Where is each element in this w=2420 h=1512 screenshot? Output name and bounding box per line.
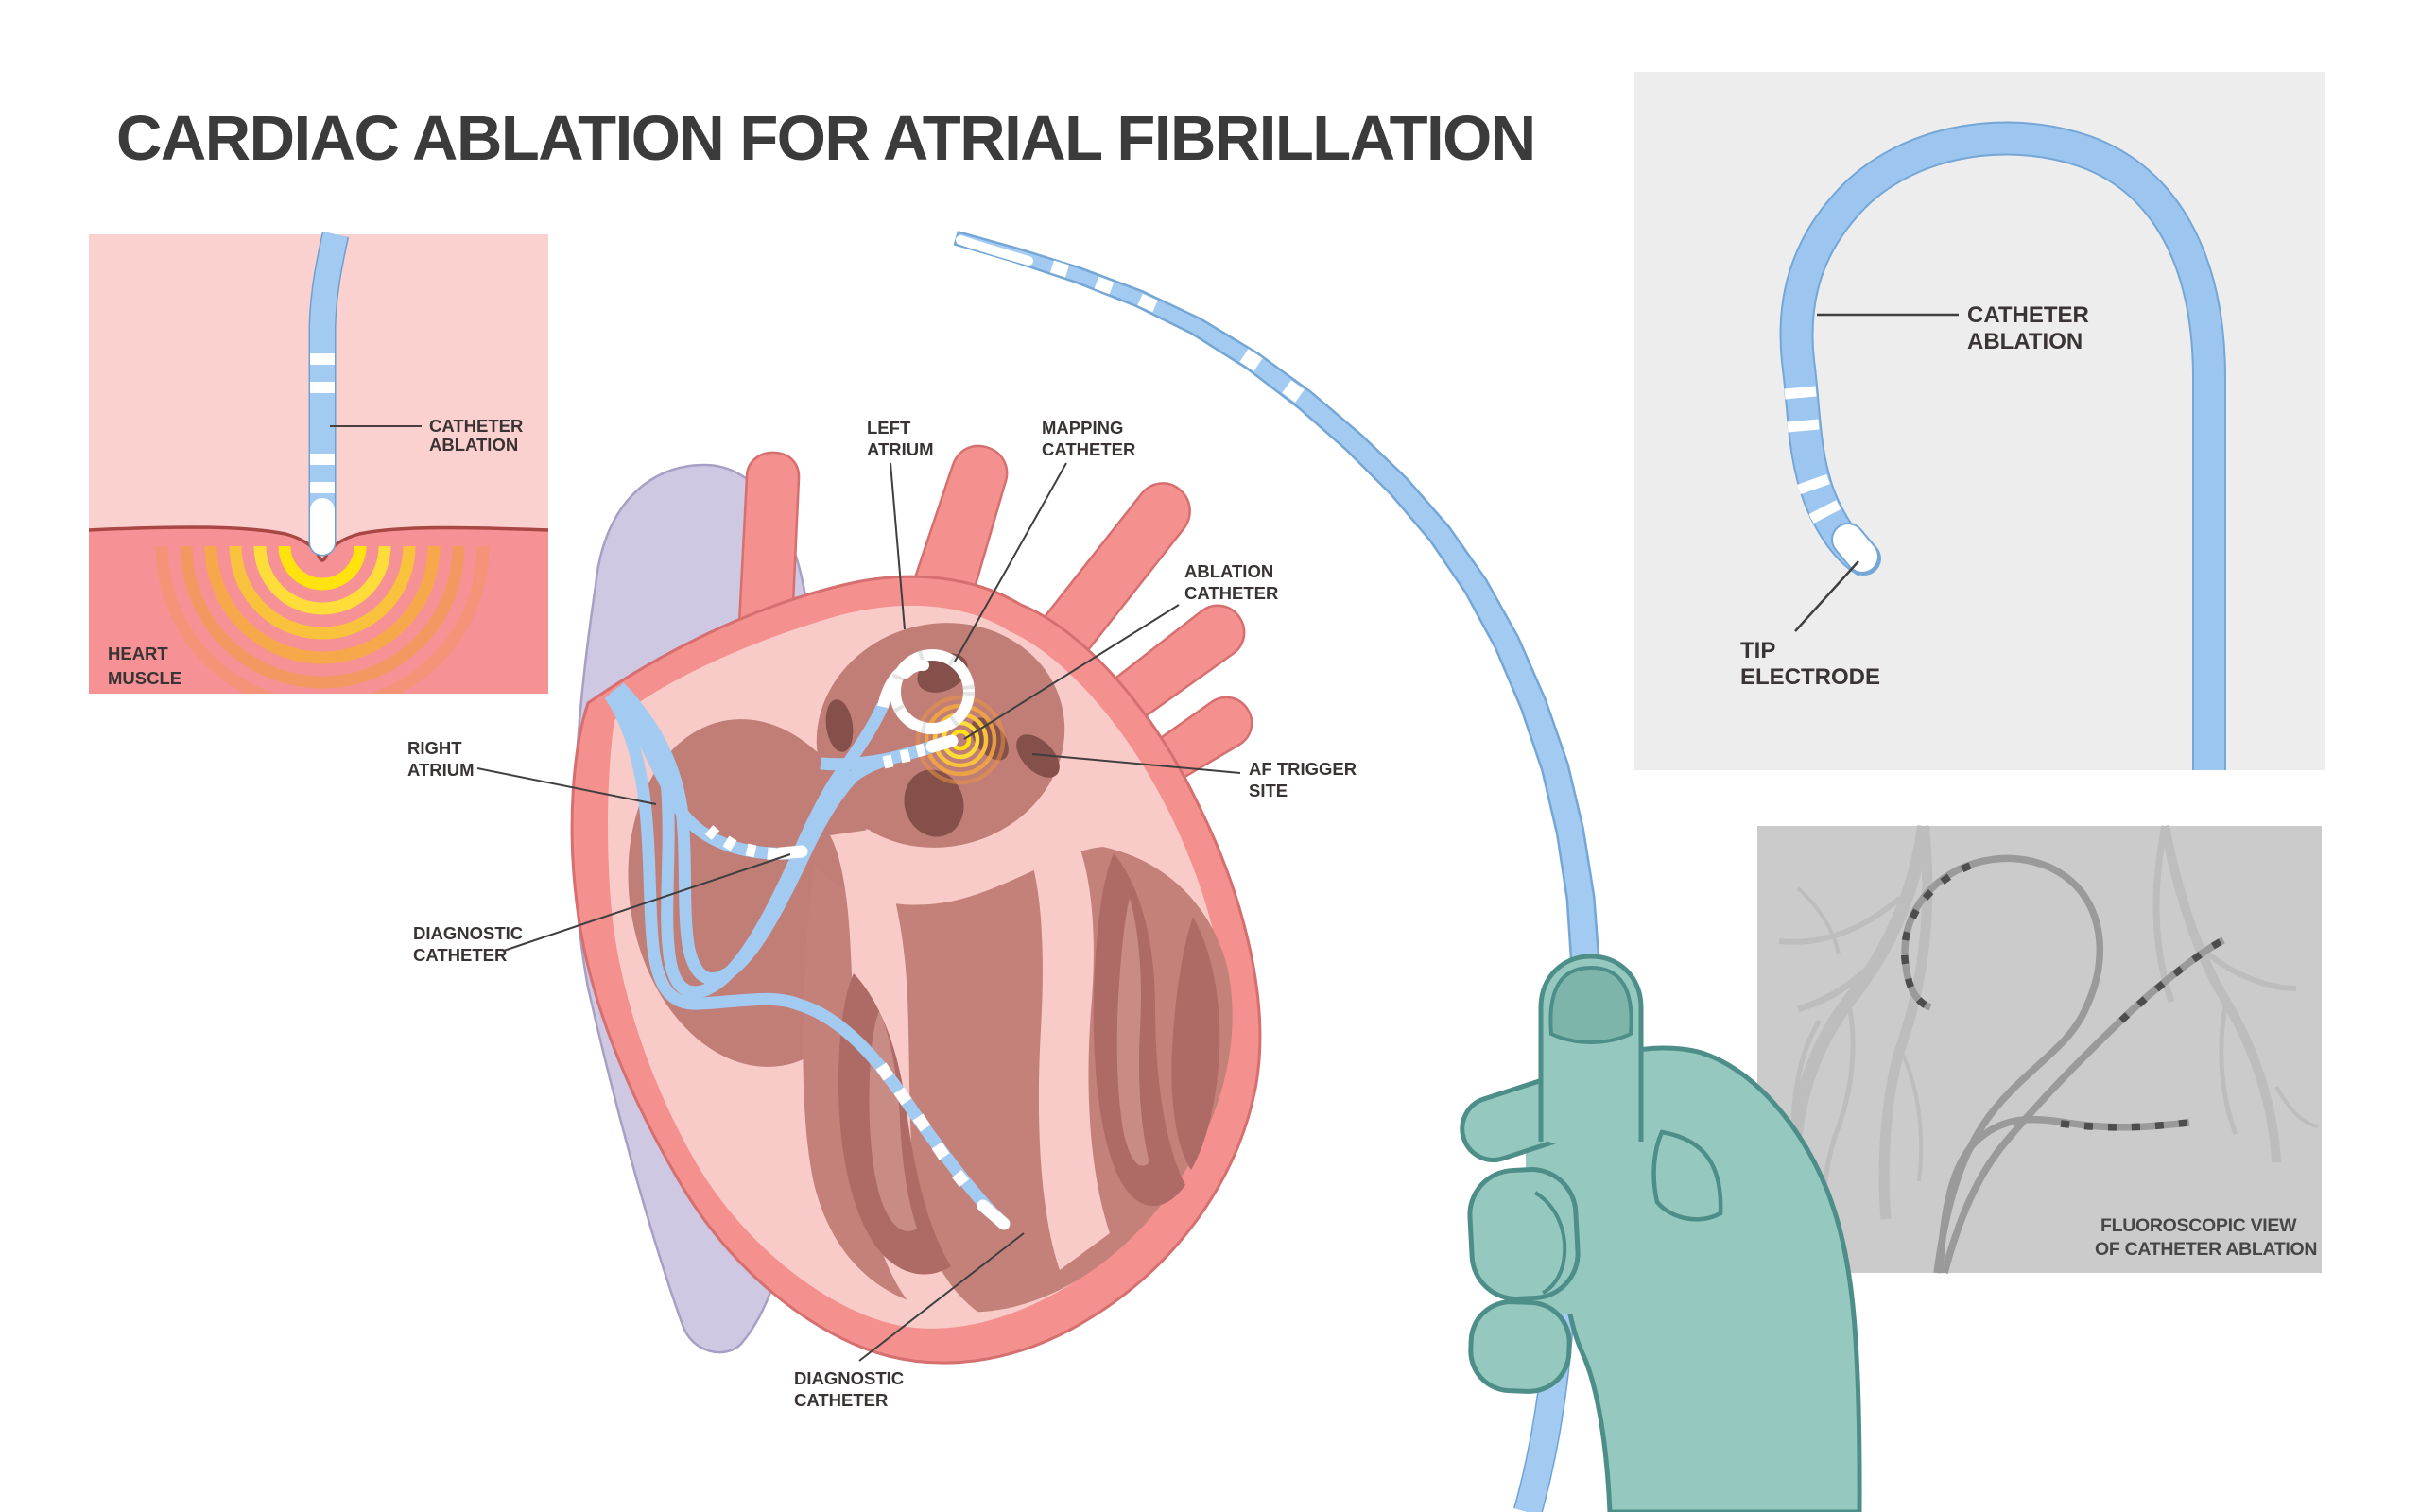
- svg-text:ATRIUM: ATRIUM: [867, 439, 934, 459]
- svg-text:DIAGNOSTIC: DIAGNOSTIC: [413, 923, 523, 943]
- svg-text:TIP: TIP: [1740, 638, 1775, 663]
- svg-text:CATHETER: CATHETER: [1042, 439, 1135, 459]
- svg-text:CATHETER: CATHETER: [429, 416, 523, 436]
- svg-text:AF TRIGGER: AF TRIGGER: [1249, 759, 1357, 779]
- svg-text:ABLATION: ABLATION: [1967, 329, 2083, 354]
- svg-text:ABLATION: ABLATION: [1184, 561, 1273, 581]
- svg-text:CATHETER: CATHETER: [794, 1390, 888, 1410]
- svg-text:CARDIAC ABLATION FOR ATRIAL FI: CARDIAC ABLATION FOR ATRIAL FIBRILLATION: [116, 103, 1535, 174]
- svg-text:ATRIUM: ATRIUM: [407, 760, 475, 780]
- svg-text:ELECTRODE: ELECTRODE: [1740, 664, 1880, 690]
- svg-text:CATHETER: CATHETER: [413, 945, 507, 965]
- svg-text:RIGHT: RIGHT: [407, 738, 462, 758]
- svg-text:MAPPING: MAPPING: [1042, 418, 1123, 438]
- svg-text:CATHETER: CATHETER: [1967, 302, 2089, 328]
- svg-text:HEART: HEART: [108, 644, 168, 663]
- svg-text:SITE: SITE: [1249, 781, 1288, 800]
- svg-text:OF CATHETER ABLATION: OF CATHETER ABLATION: [2095, 1239, 2317, 1260]
- svg-text:CATHETER: CATHETER: [1184, 583, 1278, 603]
- svg-text:MUSCLE: MUSCLE: [108, 668, 182, 688]
- svg-text:ABLATION: ABLATION: [429, 435, 518, 455]
- svg-text:DIAGNOSTIC: DIAGNOSTIC: [794, 1368, 904, 1388]
- svg-text:LEFT: LEFT: [867, 418, 911, 438]
- svg-text:FLUOROSCOPIC VIEW: FLUOROSCOPIC VIEW: [2100, 1215, 2297, 1236]
